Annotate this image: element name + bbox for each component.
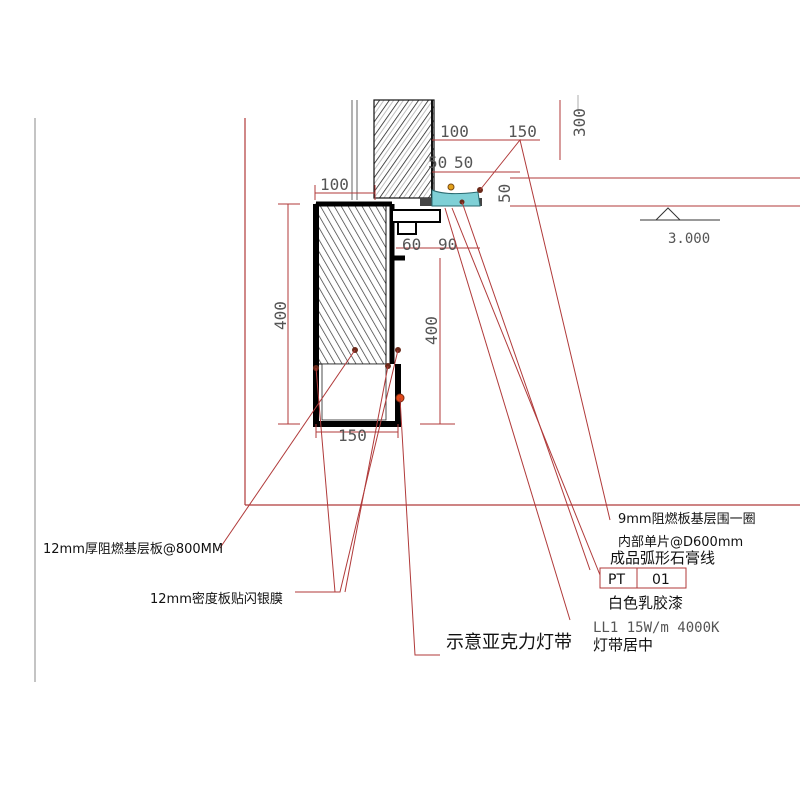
- label-base-board: 12mm厚阻燃基层板@800MM: [43, 541, 223, 557]
- dim-50b: 50: [454, 153, 473, 172]
- label-led-spec: LL1 15W/m 4000K: [593, 620, 720, 636]
- dim-50a: 50: [428, 153, 447, 172]
- dim-50-vertical: 50: [495, 184, 514, 203]
- tag-code: PT: [608, 572, 625, 588]
- upper-wall-block: [373, 99, 482, 206]
- label-inner-piece: 内部单片@D600mm: [618, 534, 743, 550]
- drawing-frame: [34, 95, 800, 682]
- dim-150-bottom: 150: [338, 426, 367, 445]
- dim-60: 60: [402, 235, 421, 254]
- dim-150: 150: [508, 122, 537, 141]
- tag-number: 01: [652, 572, 670, 588]
- label-acrylic-strip: 示意亚克力灯带: [446, 632, 572, 653]
- dim-400-right: 400: [422, 316, 441, 345]
- gypsum-moulding-icon: [431, 189, 481, 207]
- ceiling-box: [313, 201, 441, 427]
- dim-100: 100: [440, 122, 469, 141]
- label-fire-board: 9mm阻燃板基层围一圈: [618, 511, 756, 527]
- dimension-lines: [278, 100, 800, 438]
- material-tag: PT 01: [599, 567, 687, 589]
- dim-300: 300: [570, 108, 589, 137]
- elevation-marker: 3.000: [640, 207, 720, 247]
- elevation-label: 3.000: [668, 231, 710, 247]
- label-gypsum-line: 成品弧形石膏线: [610, 549, 715, 567]
- label-density-board: 12mm密度板贴闪银膜: [150, 591, 283, 607]
- label-paint: 白色乳胶漆: [608, 594, 683, 612]
- dim-400-left: 400: [271, 301, 290, 330]
- leader-lines: [219, 138, 611, 656]
- hanging-rods: [351, 100, 358, 200]
- dim-90: 90: [438, 235, 457, 254]
- label-led-center: 灯带居中: [593, 636, 653, 654]
- dim-top-100: 100: [320, 175, 349, 194]
